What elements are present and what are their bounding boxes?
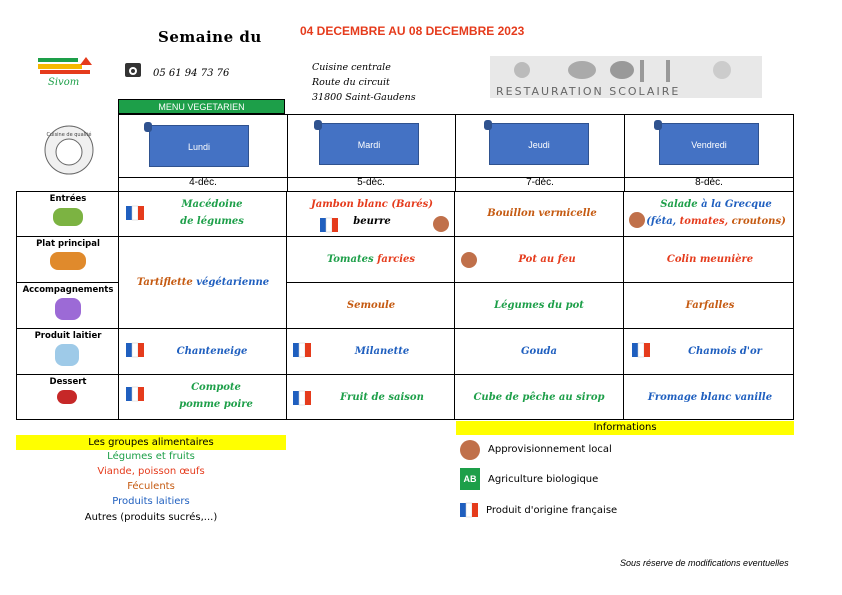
- vegetables-icon: [55, 298, 81, 320]
- jeudi-laitier: Gouda: [521, 346, 557, 357]
- lundi-plat: Tartiflette végétarienne: [136, 277, 270, 288]
- divider: [17, 374, 793, 375]
- day-banner-jeudi: Jeudi: [484, 120, 589, 167]
- jeudi-accomp: Légumes du pot: [494, 300, 584, 311]
- menu-table: Entrées Plat principal Accompagnements P…: [16, 191, 794, 420]
- divider: [17, 328, 793, 329]
- day-header-grid: Lundi Mardi Jeudi Vendredi 4-déc. 5-déc.…: [118, 114, 794, 192]
- french-origin-icon: [292, 389, 314, 407]
- local-sourcing-icon: [460, 440, 480, 460]
- mardi-plat: Tomates farcies: [326, 254, 416, 265]
- restauration-scolaire-banner: RESTAURATION SCOLAIRE: [490, 56, 762, 98]
- local-sourcing-icon: [629, 212, 645, 228]
- french-origin-icon: [631, 341, 653, 359]
- vendredi-dessert: Fromage blanc vanille: [647, 392, 773, 403]
- french-origin-icon: [125, 204, 147, 222]
- date-vendredi: 8-déc.: [695, 177, 723, 188]
- address: Cuisine centrale Route du circuit 31800 …: [312, 60, 416, 105]
- quality-seal-icon: Cuisine de qualité: [43, 124, 95, 176]
- row-label-dessert: Dessert: [49, 377, 87, 387]
- info-bio: Agriculture biologique: [488, 474, 599, 485]
- french-origin-icon: [458, 500, 482, 520]
- legend-title: Les groupes alimentaires: [16, 435, 286, 450]
- mardi-laitier: Milanette: [354, 346, 410, 357]
- divider: [118, 192, 119, 419]
- jeudi-dessert: Cube de pêche au sirop: [473, 392, 605, 403]
- restauration-text: RESTAURATION SCOLAIRE: [496, 85, 680, 98]
- mardi-dessert: Fruit de saison: [340, 392, 424, 403]
- day-name: Jeudi: [484, 120, 589, 165]
- day-banner-mardi: Mardi: [314, 120, 419, 167]
- phone-icon: [124, 62, 142, 78]
- date-mardi: 5-déc.: [357, 177, 385, 188]
- lundi-laitier: Chanteneige: [176, 346, 248, 357]
- date-jeudi: 7-déc.: [526, 177, 554, 188]
- jeudi-entree: Bouillon vermicelle: [487, 208, 597, 219]
- sivom-logo-text: Sivom: [48, 77, 79, 87]
- french-origin-icon: [125, 385, 147, 403]
- footer-note: Sous réserve de modifications eventuelle…: [620, 558, 789, 568]
- info-french: Produit d'origine française: [486, 505, 618, 516]
- row-label-plat: Plat principal: [36, 239, 100, 249]
- row-label-accompagnements: Accompagnements: [22, 285, 114, 295]
- divider: [623, 192, 624, 419]
- vendredi-plat: Colin meunière: [666, 254, 754, 265]
- address-line-2: Route du circuit: [312, 77, 390, 88]
- divider: [286, 192, 287, 419]
- divider: [286, 282, 793, 283]
- day-name: Mardi: [314, 120, 419, 165]
- info-local: Approvisionnement local: [488, 444, 612, 455]
- legend-item: Autres (produits sucrés,...): [84, 512, 218, 523]
- phone-number: 05 61 94 73 76: [153, 68, 230, 79]
- roast-chicken-icon: [50, 252, 86, 270]
- mardi-accomp: Semoule: [346, 300, 396, 311]
- divider: [119, 177, 793, 178]
- row-label-entrees: Entrées: [49, 194, 87, 204]
- french-origin-icon: [125, 341, 147, 359]
- sivom-logo: Sivom: [36, 55, 98, 88]
- salad-icon: [53, 208, 83, 226]
- legend-item: Féculents: [127, 481, 175, 492]
- french-origin-icon: [292, 341, 314, 359]
- divider: [624, 115, 625, 191]
- dessert-icon: [57, 390, 77, 404]
- mardi-entree: Jambon blanc (Barés)beurre: [311, 199, 433, 227]
- dairy-icon: [55, 344, 79, 366]
- divider: [287, 115, 288, 191]
- divider: [455, 115, 456, 191]
- informations-title: Informations: [456, 421, 794, 435]
- legend-item: Produits laitiers: [112, 496, 190, 507]
- day-name: Vendredi: [654, 120, 759, 165]
- date-lundi: 4-déc.: [189, 177, 217, 188]
- jeudi-plat: Pot au feu: [518, 254, 576, 265]
- menu-vegetarien-tag: MENU VEGETARIEN: [118, 99, 285, 114]
- seal-text: Cuisine de qualité: [47, 131, 92, 138]
- divider: [454, 192, 455, 419]
- ab-organic-icon: AB: [460, 468, 480, 490]
- french-origin-icon: [319, 216, 341, 234]
- local-sourcing-icon: [461, 252, 477, 268]
- row-label-laitier: Produit laitier: [34, 331, 102, 341]
- date-range: 04 DECEMBRE AU 08 DECEMBRE 2023: [300, 24, 525, 38]
- day-name: Lundi: [144, 122, 249, 167]
- divider: [17, 236, 793, 237]
- vendredi-accomp: Farfalles: [685, 300, 735, 311]
- day-banner-lundi: Lundi: [144, 122, 249, 169]
- day-banner-vendredi: Vendredi: [654, 120, 759, 167]
- divider: [17, 282, 119, 283]
- vendredi-laitier: Chamois d'or: [688, 346, 762, 357]
- legend-item: Viande, poisson œufs: [97, 466, 205, 477]
- semaine-label: Semaine du: [158, 28, 262, 46]
- vendredi-entree: Salade à la Grecque (féta, tomates, crou…: [646, 199, 786, 227]
- address-line-3: 31800 Saint-Gaudens: [312, 92, 416, 103]
- legend-item: Légumes et fruits: [107, 451, 195, 462]
- local-sourcing-icon: [433, 216, 449, 232]
- address-line-1: Cuisine centrale: [312, 62, 391, 73]
